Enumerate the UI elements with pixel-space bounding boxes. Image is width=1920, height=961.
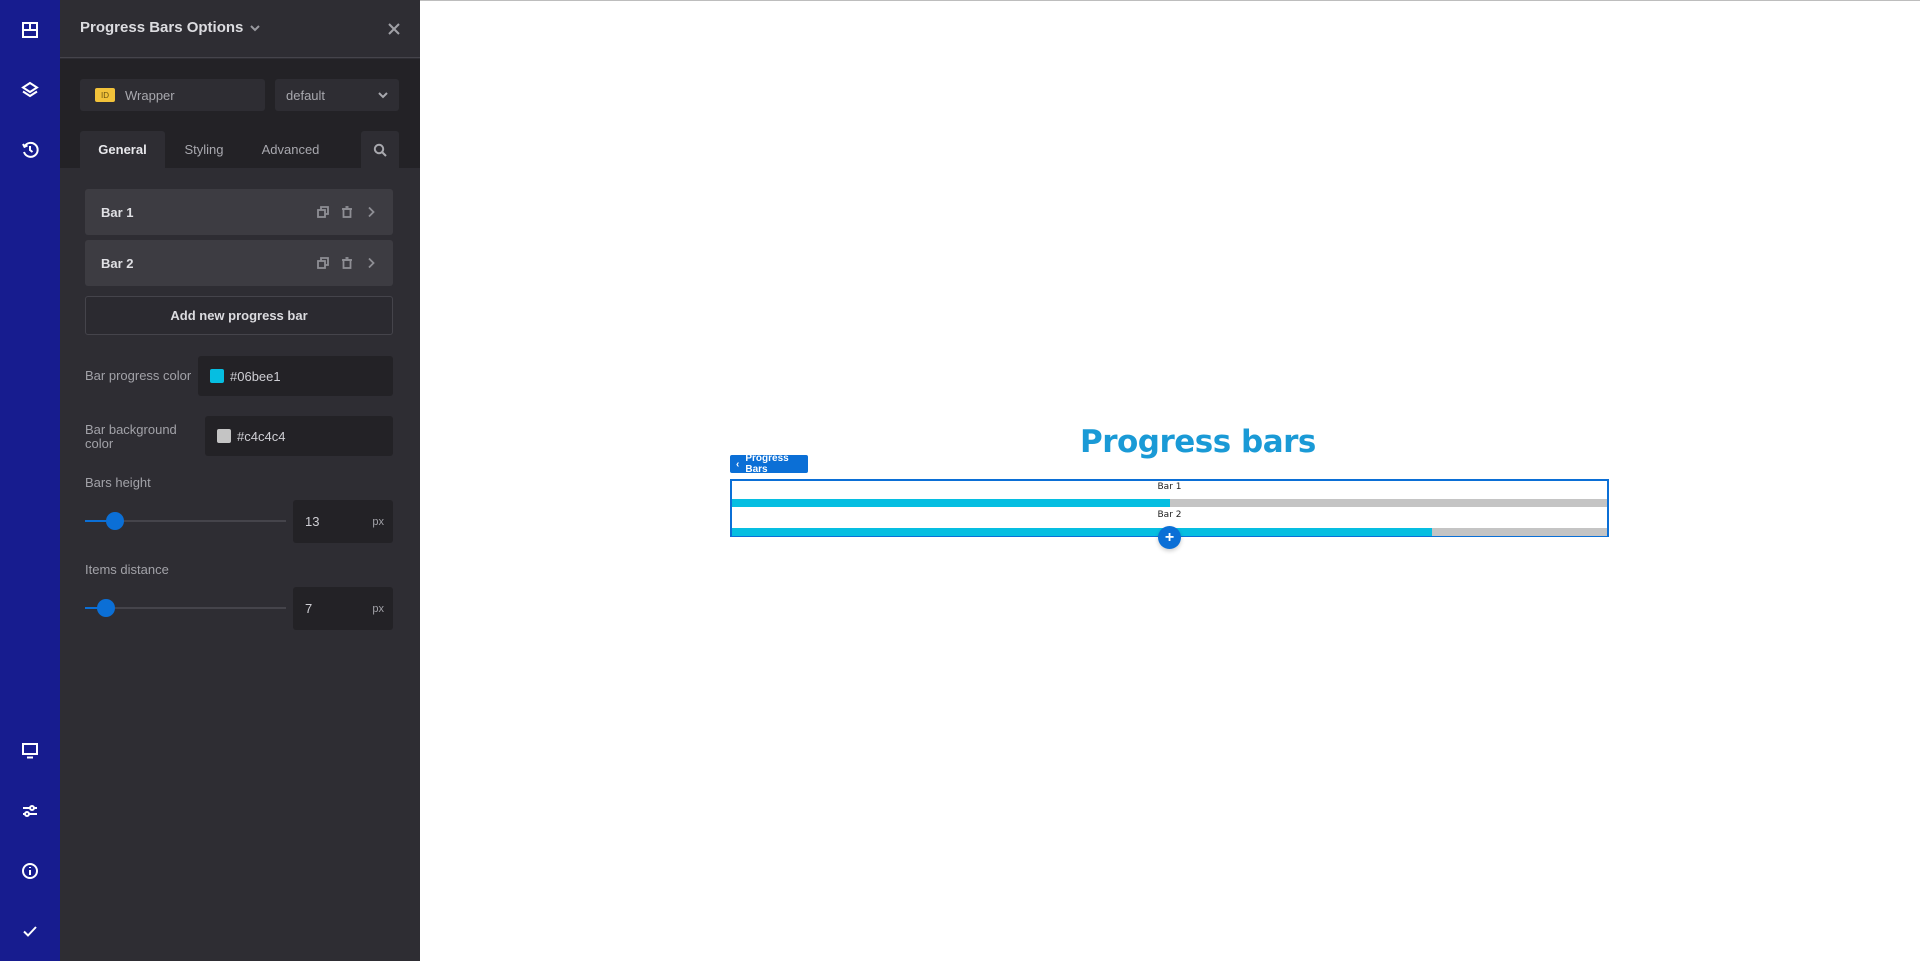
settings-button[interactable] [0, 791, 60, 831]
background-color-value: #c4c4c4 [237, 428, 286, 444]
progress-color-value: #06bee1 [230, 368, 281, 384]
slider-thumb[interactable] [97, 599, 115, 617]
history-icon [22, 141, 39, 158]
progress-color-label: Bar progress color [85, 368, 192, 383]
expand-button[interactable] [365, 205, 377, 219]
add-element-button[interactable]: + [1158, 526, 1181, 549]
progress-bar-track [732, 499, 1607, 507]
close-icon [388, 23, 400, 35]
icon-rail [0, 0, 60, 961]
background-color-picker[interactable]: #c4c4c4 [205, 416, 393, 456]
bars-height-input[interactable]: 13 px [293, 500, 393, 543]
slider-track [85, 520, 286, 522]
background-color-label: Bar background color [85, 422, 177, 451]
panel-title: Progress Bars Options [80, 19, 244, 36]
progress-color-swatch [210, 369, 224, 383]
bars-height-value: 13 [305, 514, 320, 529]
element-tag-label: Progress Bars [745, 453, 789, 475]
duplicate-button[interactable] [317, 205, 329, 219]
progress-bars-heading: Progress bars [1080, 424, 1316, 460]
layers-button[interactable] [0, 70, 60, 110]
style-preset-select[interactable]: default [275, 79, 399, 111]
save-check-button[interactable] [0, 911, 60, 951]
plus-icon: + [1164, 528, 1175, 546]
tab-styling[interactable]: Styling [184, 142, 224, 157]
panel-top-section: ID Wrapper default General Styling Advan… [60, 59, 420, 168]
chevron-right-icon [368, 206, 375, 218]
settings-sliders-icon [23, 805, 37, 817]
responsive-button[interactable] [0, 731, 60, 771]
layers-icon [21, 81, 39, 98]
trash-icon [342, 206, 352, 218]
items-distance-value: 7 [305, 601, 313, 616]
info-button[interactable] [0, 851, 60, 891]
id-badge: ID [95, 88, 115, 102]
chevron-right-icon [368, 257, 375, 269]
close-button[interactable] [384, 19, 404, 39]
bars-height-unit: px [372, 515, 384, 528]
bar-list-item[interactable]: Bar 1 [85, 189, 393, 235]
bars-height-slider[interactable] [85, 511, 286, 531]
tab-advanced[interactable]: Advanced [261, 142, 320, 157]
options-tabs: General Styling Advanced [80, 131, 400, 168]
desktop-icon [22, 743, 38, 759]
bar-item-label: Bar 2 [101, 255, 134, 271]
tab-search[interactable] [361, 131, 399, 168]
search-icon [373, 143, 387, 157]
options-panel: Progress Bars Options ID Wrapper default… [60, 0, 420, 961]
slider-fill [85, 607, 106, 609]
progress-bar-fill [732, 528, 1432, 536]
wrapper-id-field[interactable]: ID Wrapper [80, 79, 265, 111]
bar-item-label: Bar 1 [101, 204, 134, 220]
duplicate-button[interactable] [317, 256, 329, 270]
chevron-left-icon: ‹ [736, 458, 740, 470]
delete-button[interactable] [341, 256, 353, 270]
items-distance-input[interactable]: 7 px [293, 587, 393, 630]
wrapper-label: Wrapper [125, 87, 175, 103]
history-button[interactable] [0, 130, 60, 170]
tab-general[interactable]: General [80, 131, 165, 168]
layout-icon [22, 22, 38, 38]
items-distance-unit: px [372, 602, 384, 615]
element-tag-button[interactable]: ‹ Progress Bars [730, 453, 808, 475]
items-distance-slider[interactable] [85, 598, 286, 618]
layout-button[interactable] [0, 10, 60, 50]
add-progress-bar-button[interactable]: Add new progress bar [85, 296, 393, 335]
progress-bar-fill [732, 499, 1170, 507]
info-icon [22, 863, 38, 879]
panel-title-dropdown[interactable]: Progress Bars Options [80, 19, 261, 36]
chevron-down-icon [378, 92, 388, 99]
slider-thumb[interactable] [106, 512, 124, 530]
delete-button[interactable] [341, 205, 353, 219]
chevron-down-icon [250, 24, 261, 31]
duplicate-icon [317, 257, 329, 269]
progress-bar-label: Bar 1 [1157, 482, 1182, 492]
slider-fill [85, 520, 115, 522]
bar-list-item[interactable]: Bar 2 [85, 240, 393, 286]
duplicate-icon [317, 206, 329, 218]
progress-bar-label: Bar 2 [1157, 510, 1182, 520]
check-icon [23, 926, 37, 937]
slider-track [85, 607, 286, 609]
progress-color-picker[interactable]: #06bee1 [198, 356, 393, 396]
items-distance-label: Items distance [85, 562, 169, 577]
expand-button[interactable] [365, 256, 377, 270]
panel-header: Progress Bars Options [60, 0, 420, 58]
bars-height-label: Bars height [85, 475, 151, 490]
background-color-swatch [217, 429, 231, 443]
trash-icon [342, 257, 352, 269]
style-preset-value: default [286, 87, 326, 103]
